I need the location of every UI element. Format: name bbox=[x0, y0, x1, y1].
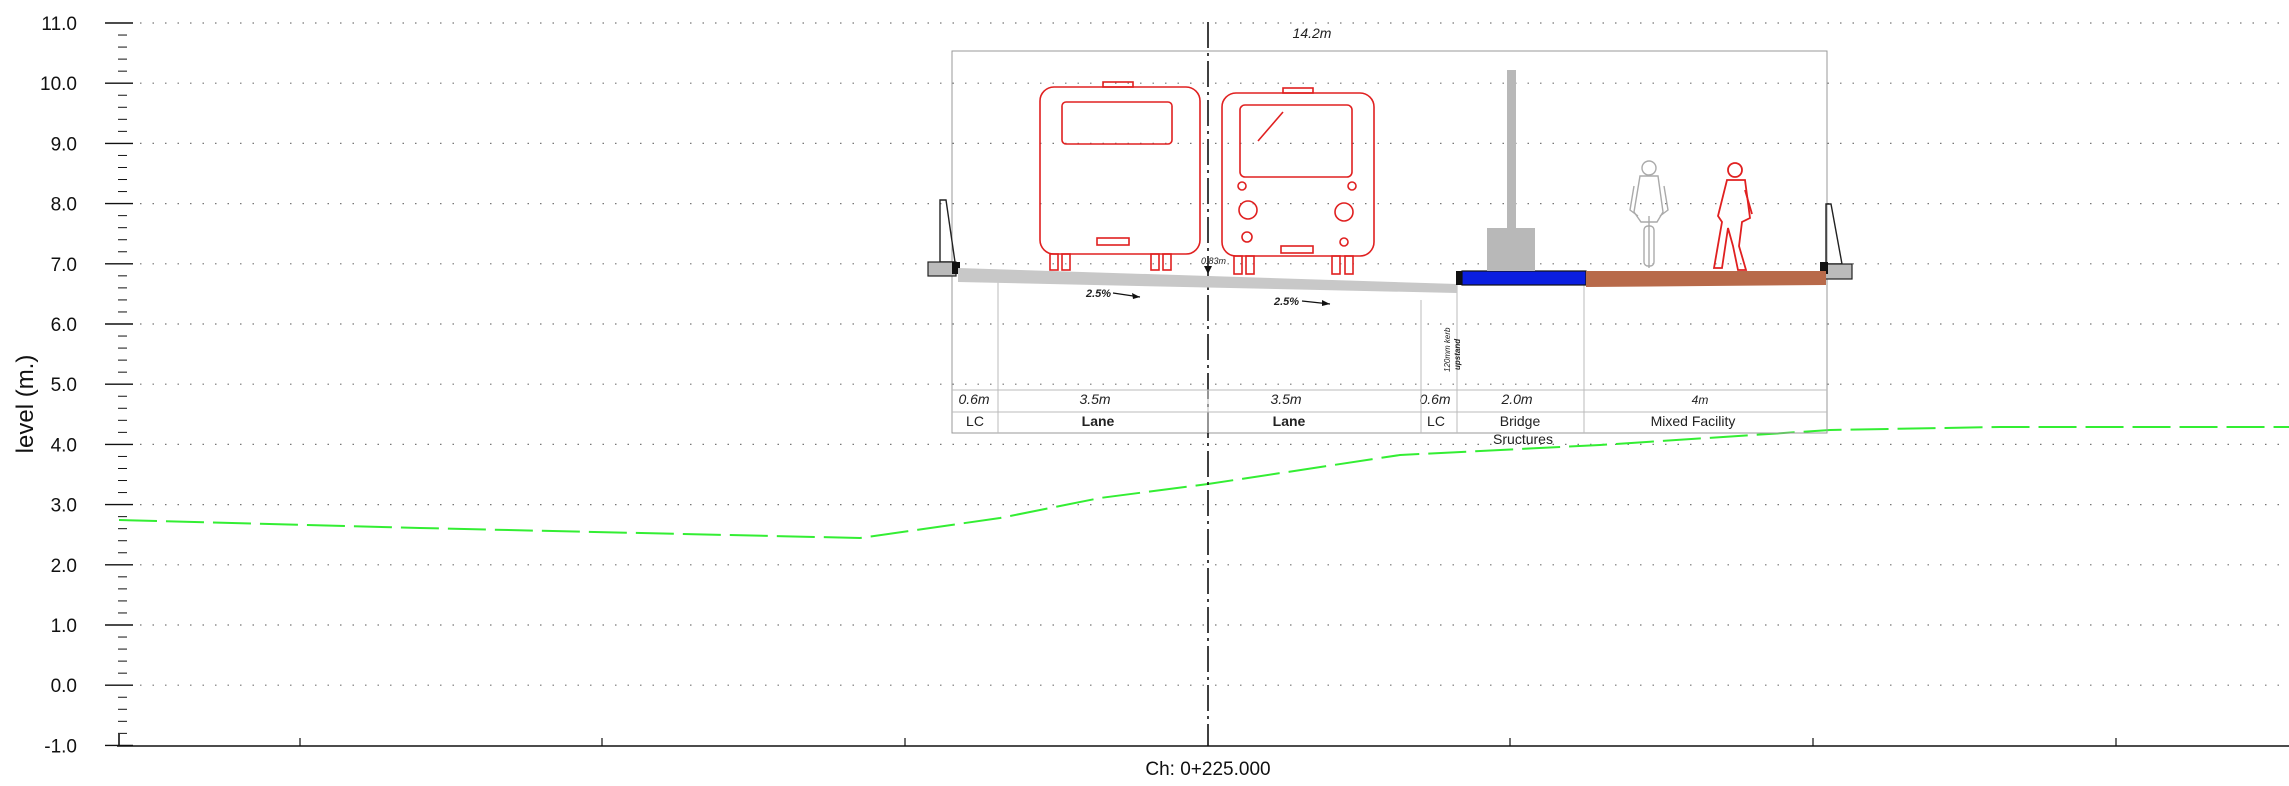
element-name: Bridge bbox=[1500, 413, 1541, 429]
y-tick-label: 1.0 bbox=[51, 616, 77, 637]
kerb-note: 120mm kerb bbox=[1443, 327, 1452, 372]
width-label: 3.5m bbox=[1079, 391, 1110, 407]
element-name-sub: Sructures bbox=[1493, 431, 1553, 447]
y-tick-label: 10.0 bbox=[40, 74, 77, 95]
y-tick-label: 6.0 bbox=[51, 315, 77, 336]
cyclist-icon bbox=[1629, 160, 1669, 268]
svg-text:2.5%: 2.5% bbox=[1273, 296, 1299, 308]
y-tick-label: 8.0 bbox=[51, 195, 77, 216]
x-axis bbox=[117, 734, 2289, 747]
section-frame bbox=[951, 50, 1828, 434]
dimension-table: 0.6m 3.5m 3.5m 0.6m 2.0m 4m LC Lane Lane… bbox=[958, 391, 1735, 447]
bus-icon bbox=[1221, 87, 1375, 275]
barrier-icon bbox=[927, 199, 960, 277]
width-label: 3.5m bbox=[1270, 391, 1301, 407]
y-tick-label: 0.0 bbox=[51, 676, 77, 697]
pedestrian-icon bbox=[1712, 162, 1753, 271]
element-name: Lane bbox=[1082, 413, 1115, 429]
bus-icon bbox=[1039, 81, 1201, 271]
y-axis-labels: 11.0 10.0 9.0 8.0 7.0 6.0 5.0 4.0 3.0 2.0 1.0 0.0 -1… bbox=[40, 14, 77, 757]
element-name: Mixed Facility bbox=[1651, 413, 1736, 429]
chainage-label: Ch: 0+225.000 bbox=[1145, 759, 1270, 780]
element-name: Lane bbox=[1273, 413, 1306, 429]
y-tick-label: 9.0 bbox=[51, 134, 77, 155]
width-label: 0.6m bbox=[1419, 391, 1450, 407]
width-label: 0.6m bbox=[958, 391, 989, 407]
y-axis-ticks bbox=[105, 22, 133, 747]
crossfall-arrow: 2.5% bbox=[1273, 296, 1331, 308]
kerb-note-2: upstand bbox=[1453, 338, 1462, 370]
carriageway bbox=[958, 268, 1457, 293]
clearance-label: 0.83m bbox=[1201, 256, 1227, 266]
y-tick-label: 11.0 bbox=[41, 14, 77, 35]
y-tick-label: 4.0 bbox=[51, 435, 77, 456]
y-tick-label: 3.0 bbox=[51, 496, 77, 517]
table-dividers bbox=[997, 390, 1585, 433]
svg-text:2.5%: 2.5% bbox=[1085, 288, 1111, 300]
barrier-icon bbox=[1820, 203, 1853, 280]
bridge-structure bbox=[1461, 270, 1587, 286]
element-name: LC bbox=[966, 413, 984, 429]
lamp-post-icon bbox=[1487, 70, 1535, 271]
y-tick-label: -1.0 bbox=[44, 736, 77, 757]
y-tick-label: 7.0 bbox=[51, 255, 77, 276]
y-tick-label: 2.0 bbox=[51, 556, 77, 577]
kerb bbox=[1456, 271, 1463, 285]
y-tick-label: 5.0 bbox=[51, 375, 77, 396]
width-label: 4m bbox=[1692, 393, 1709, 407]
y-axis-title: level (m.) bbox=[12, 355, 39, 454]
total-width-label: 14.2m bbox=[1293, 25, 1332, 41]
shared-path bbox=[1586, 271, 1826, 287]
width-label: 2.0m bbox=[1500, 391, 1532, 407]
clearance-arrow bbox=[1204, 266, 1212, 274]
dimension-lines bbox=[952, 280, 1827, 433]
crossfall-arrow: 2.5% bbox=[1085, 288, 1141, 300]
element-name: LC bbox=[1427, 413, 1445, 429]
grid-lines bbox=[140, 22, 2289, 686]
existing-ground-line bbox=[118, 426, 2289, 540]
